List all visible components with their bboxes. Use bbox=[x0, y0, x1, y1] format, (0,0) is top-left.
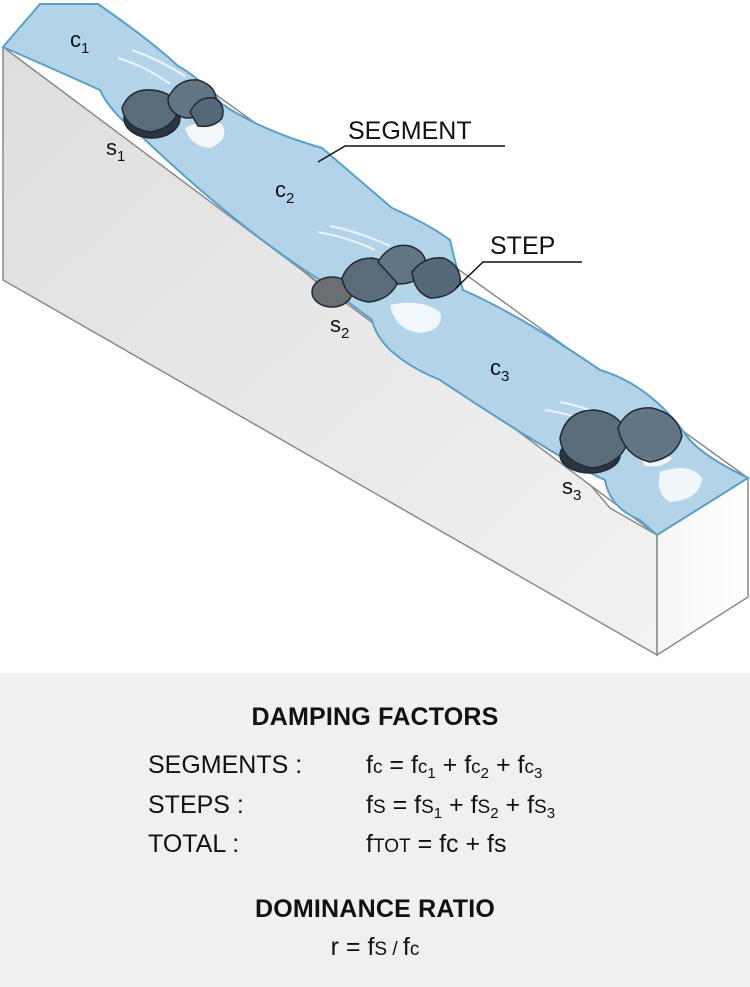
steps-row: STEPS : fS = fS1 + fS2 + fS3 bbox=[0, 791, 750, 827]
c1-label: c1 bbox=[70, 27, 89, 57]
dominance-ratio-equation: r = fS / fc bbox=[330, 933, 420, 961]
step-label: STEP bbox=[490, 232, 555, 260]
segment-label: SEGMENT bbox=[348, 117, 472, 145]
segment-leader-line bbox=[317, 145, 505, 163]
step-rocks-3 bbox=[559, 407, 683, 474]
legend-panel: DAMPING FACTORS SEGMENTS : fc = fc1 + fc… bbox=[0, 673, 750, 987]
segments-label: SEGMENTS : bbox=[148, 751, 303, 779]
c2-label: c2 bbox=[275, 177, 294, 207]
s1-label: s1 bbox=[106, 135, 125, 165]
total-equation: fTOT = fc + fs bbox=[366, 830, 507, 858]
s2-label: s2 bbox=[330, 312, 349, 342]
steps-equation: fS = fS1 + fS2 + fS3 bbox=[366, 791, 556, 822]
c3-label: c3 bbox=[490, 355, 509, 385]
step-leader-line bbox=[455, 261, 582, 289]
steps-label: STEPS : bbox=[148, 791, 244, 819]
segments-equation: fc = fc1 + fc2 + fc3 bbox=[366, 751, 543, 782]
damping-factors-title: DAMPING FACTORS bbox=[251, 703, 499, 731]
segments-row: SEGMENTS : fc = fc1 + fc2 + fc3 bbox=[0, 751, 750, 787]
stream-diagram: SEGMENT STEP c1 c2 c3 s1 s2 s3 bbox=[1, 3, 750, 657]
s3-label: s3 bbox=[562, 474, 581, 504]
total-row: TOTAL : fTOT = fc + fs bbox=[0, 830, 750, 866]
step-rocks-1 bbox=[121, 79, 224, 139]
dominance-ratio-title: DOMINANCE RATIO bbox=[254, 895, 496, 923]
step-rocks-2 bbox=[311, 244, 461, 308]
total-label: TOTAL : bbox=[148, 830, 240, 858]
